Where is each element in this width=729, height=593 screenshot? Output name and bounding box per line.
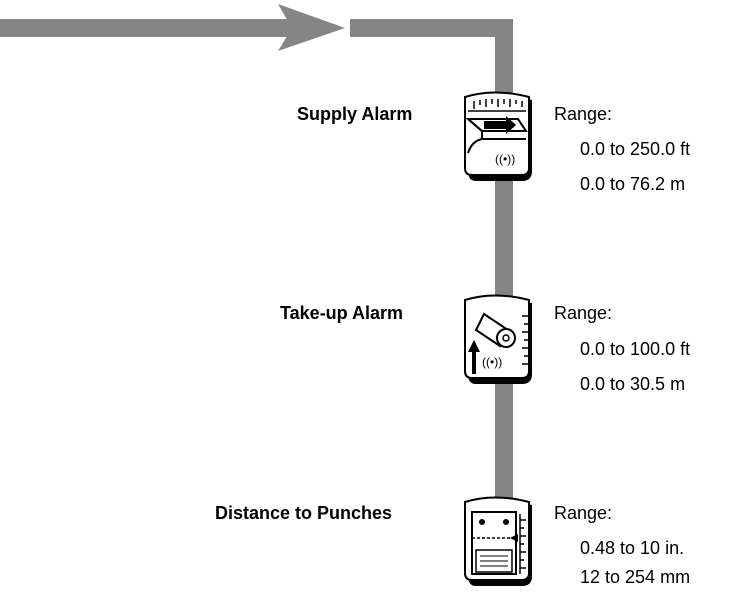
flow-arrow-head — [278, 4, 345, 51]
supply-alarm-icon: ((•)) — [464, 91, 532, 181]
distance-to-punches-range-value: 12 to 254 mm — [580, 567, 691, 587]
supply-alarm-range-value: 0.0 to 76.2 m — [580, 174, 686, 194]
take-up-alarm-icon: ((•)) — [464, 294, 532, 384]
svg-text:((•)): ((•)) — [482, 355, 502, 369]
distance-to-punches-range-value: 0.48 to 10 in. — [580, 538, 685, 558]
flow-path — [0, 4, 513, 514]
distance-to-punches-label: Distance to Punches — [215, 503, 393, 523]
supply-alarm-label: Supply Alarm — [297, 104, 413, 124]
distance-to-punches-range-title: Range: — [554, 503, 613, 523]
take-up-alarm-range-title: Range: — [554, 303, 613, 323]
take-up-alarm-range-value: 0.0 to 100.0 ft — [580, 339, 691, 359]
flow-path-horizontal-right — [350, 19, 513, 37]
flow-path-horizontal-left — [0, 19, 292, 37]
take-up-alarm-label: Take-up Alarm — [280, 303, 404, 323]
distance-to-punches-icon — [464, 496, 532, 586]
svg-text:((•)): ((•)) — [495, 152, 515, 166]
supply-alarm-range-value: 0.0 to 250.0 ft — [580, 139, 691, 159]
take-up-alarm-range-value: 0.0 to 30.5 m — [580, 374, 686, 394]
supply-alarm-range-title: Range: — [554, 104, 613, 124]
